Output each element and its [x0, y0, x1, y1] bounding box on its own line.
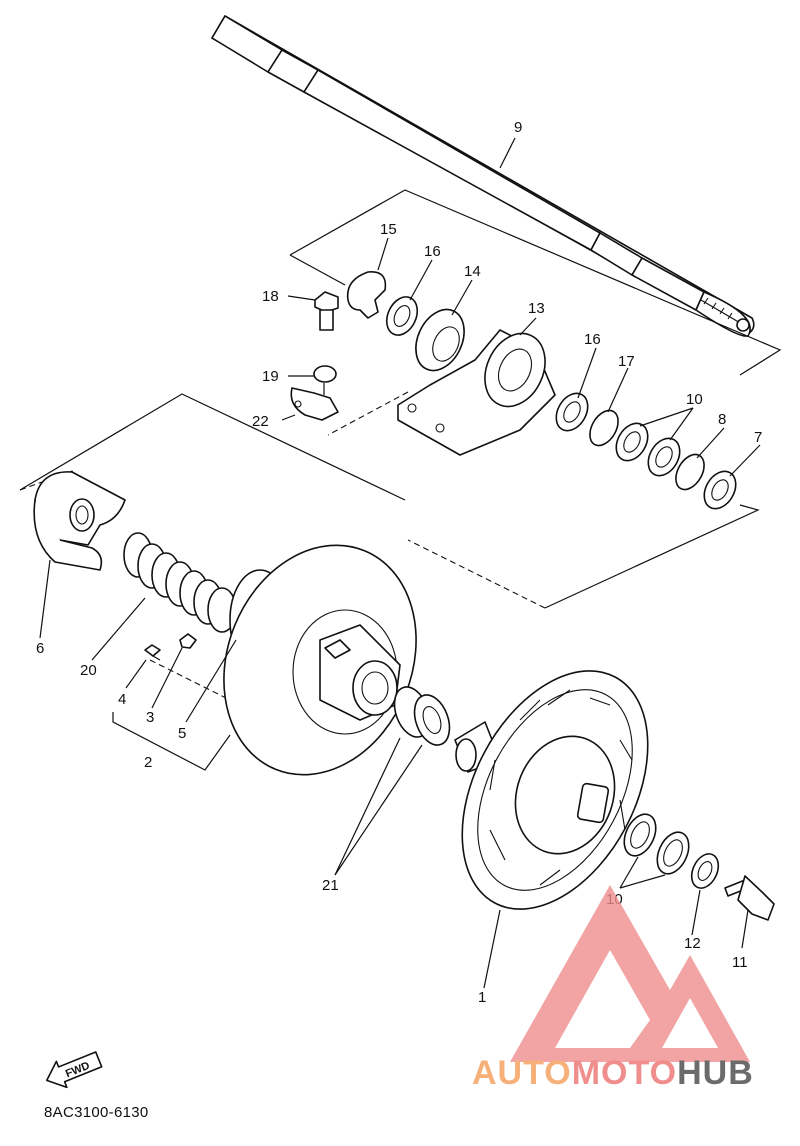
part-18-bolt — [314, 291, 339, 331]
label-3: 3 — [146, 709, 154, 726]
label-11: 11 — [732, 954, 748, 971]
label-14: 14 — [464, 263, 481, 280]
label-19: 19 — [262, 368, 279, 385]
upper-washers-clips — [555, 392, 737, 510]
part-1-sliding-sheave — [461, 670, 649, 910]
part-6-cam — [33, 471, 126, 571]
label-21: 21 — [322, 877, 339, 894]
label-7: 7 — [754, 429, 762, 446]
label-17: 17 — [618, 353, 635, 370]
fwd-arrow-icon: FWD — [45, 1051, 103, 1089]
parts-19-22-nut-clamp — [290, 365, 339, 421]
label-9: 9 — [514, 119, 522, 136]
watermark-brand-text: AUTOMOTOHUB — [472, 1054, 754, 1093]
parts-3-4-5-fasteners — [144, 633, 197, 661]
watermark-hub: HUB — [677, 1054, 754, 1092]
label-15: 15 — [380, 221, 397, 238]
label-18: 18 — [262, 288, 279, 305]
label-8: 8 — [718, 411, 726, 428]
assembly-frame-lines — [19, 189, 782, 771]
watermark-moto: MOTO — [571, 1054, 678, 1092]
automotohub-logo-icon — [510, 885, 750, 1062]
part-number-labels: 9 15 16 14 18 13 16 17 19 10 22 8 7 6 20… — [36, 119, 762, 1006]
part-21-bushing — [393, 686, 451, 746]
label-13: 13 — [528, 300, 545, 317]
label-5: 5 — [178, 725, 186, 742]
leader-lines — [39, 137, 761, 989]
label-1: 1 — [478, 989, 486, 1006]
lower-washers-bolt — [623, 813, 775, 921]
label-2: 2 — [144, 754, 152, 771]
label-20: 20 — [80, 662, 97, 679]
label-4: 4 — [118, 691, 126, 708]
shaft — [211, 15, 755, 337]
part-2-sheave — [223, 544, 417, 776]
bearing-assembly — [346, 271, 556, 456]
drawing-code: 8AC3100-6130 — [44, 1104, 149, 1121]
label-16-upper: 16 — [424, 243, 441, 260]
label-16-right: 16 — [584, 331, 601, 348]
label-12: 12 — [684, 935, 701, 952]
label-10-upper: 10 — [686, 391, 703, 408]
part-20-spring — [123, 532, 237, 633]
label-6: 6 — [36, 640, 44, 657]
label-22: 22 — [252, 413, 269, 430]
watermark-auto: AUTO — [472, 1054, 572, 1092]
